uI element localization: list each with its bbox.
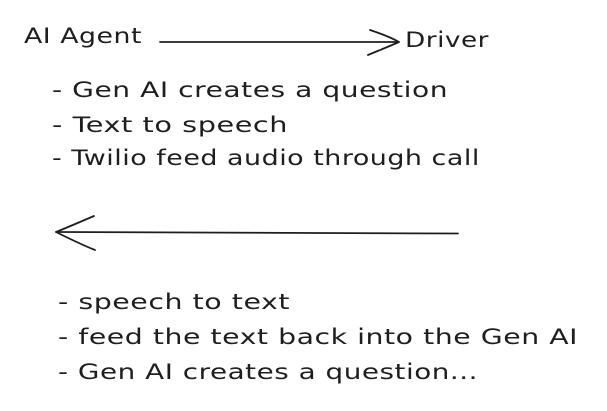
return-arrow-head	[55, 215, 96, 251]
return-step-3: - Gen AI creates a question...	[58, 360, 479, 384]
return-step-2: - feed the text back into the Gen AI	[58, 325, 579, 349]
source-node-label: AI Agent	[24, 24, 142, 48]
forward-step-1: - Gen AI creates a question	[52, 78, 449, 102]
forward-arrow-head	[367, 29, 400, 56]
target-node-label: Driver	[405, 28, 489, 52]
forward-step-2: - Text to speech	[52, 113, 289, 137]
forward-step-3: - Twilio feed audio through call	[52, 146, 480, 170]
return-step-1: - speech to text	[58, 290, 291, 314]
return-arrow-shaft	[55, 231, 459, 235]
